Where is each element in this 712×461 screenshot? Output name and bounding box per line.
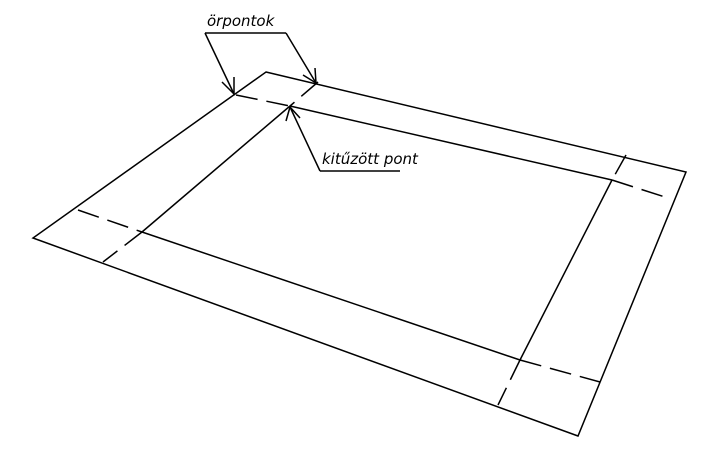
arrowhead-icon <box>221 77 235 96</box>
outer-boundary <box>31 71 688 437</box>
offset-points-leader <box>204 32 317 96</box>
staked-point-leader <box>285 105 400 172</box>
label-offset-points: örpontok <box>207 12 276 30</box>
building-line-bottom <box>77 209 601 383</box>
building-line-right <box>497 154 627 406</box>
building-line-left <box>102 81 319 263</box>
building-line-top <box>235 94 669 199</box>
label-staked-point: kitűzött pont <box>322 150 419 168</box>
arrowhead-icon <box>285 105 301 122</box>
arrowhead-icon <box>302 67 317 85</box>
